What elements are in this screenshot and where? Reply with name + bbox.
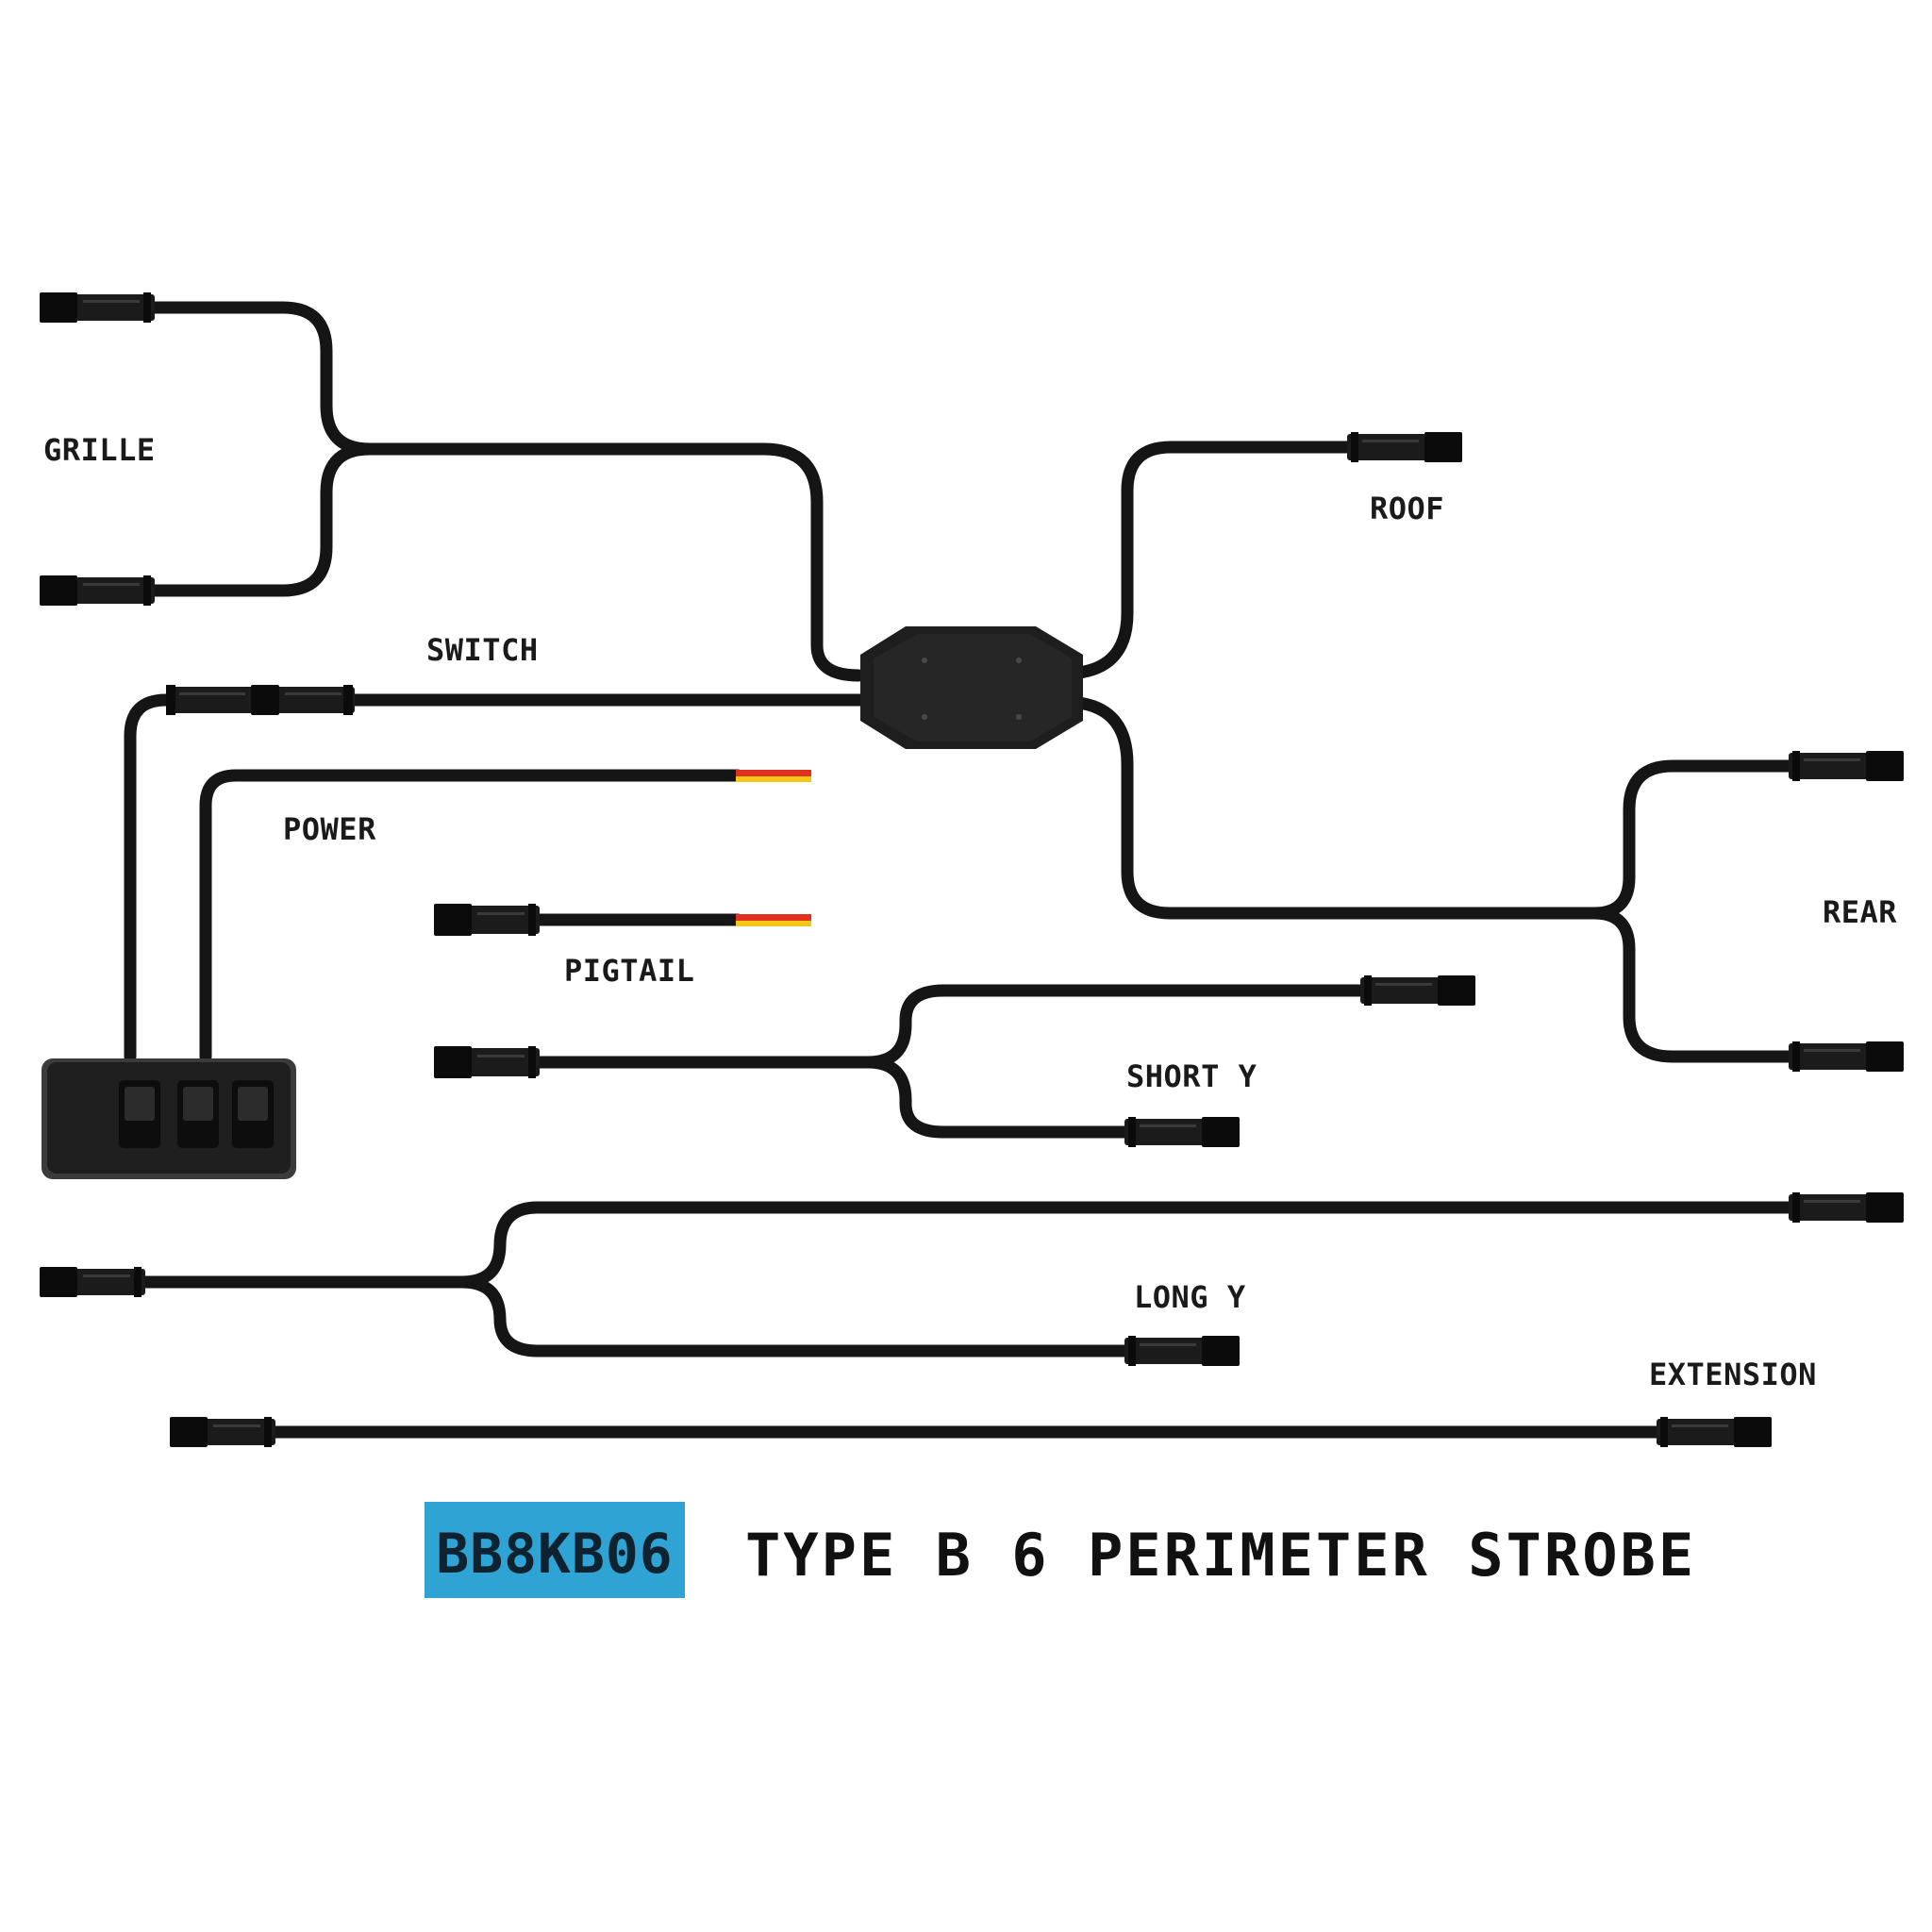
grille-connector-bottom bbox=[40, 575, 155, 606]
label-power: POWER bbox=[283, 811, 376, 847]
label-roof: ROOF bbox=[1370, 491, 1444, 526]
roof-connector bbox=[1347, 432, 1462, 462]
switch-panel-cable-left bbox=[124, 693, 186, 1063]
long-y-connector-bottom bbox=[1124, 1336, 1240, 1366]
product-title: TYPE B 6 PERIMETER STROBE bbox=[745, 1521, 1696, 1590]
label-extension: EXTENSION bbox=[1649, 1357, 1817, 1392]
short-y-connector-bottom bbox=[1124, 1117, 1240, 1147]
short-y-connector-top bbox=[1360, 975, 1475, 1006]
rear-connector-top bbox=[1789, 751, 1904, 781]
short-y-cable bbox=[531, 984, 1374, 1139]
label-pigtail: PIGTAIL bbox=[564, 953, 694, 989]
pigtail-connector bbox=[434, 904, 540, 936]
extension-connector-right bbox=[1657, 1417, 1772, 1447]
pigtail-wire-yellow bbox=[736, 921, 811, 926]
label-switch: SWITCH bbox=[426, 632, 539, 668]
short-y-connector-input bbox=[434, 1046, 540, 1078]
grille-connector-top bbox=[40, 292, 155, 323]
roof-cable bbox=[1058, 441, 1356, 680]
label-rear: REAR bbox=[1823, 894, 1897, 930]
rocker-switch-3 bbox=[232, 1080, 274, 1148]
pigtail-wire-red bbox=[736, 914, 811, 921]
label-long-y: LONG Y bbox=[1134, 1279, 1246, 1315]
rocker-switch-2 bbox=[177, 1080, 219, 1148]
rocker-switch-1 bbox=[119, 1080, 160, 1148]
product-code-badge bbox=[425, 1502, 685, 1598]
product-code: BB8KB06 bbox=[436, 1522, 673, 1586]
long-y-connector-input bbox=[40, 1267, 145, 1297]
rear-y-cable bbox=[1058, 695, 1808, 1063]
rear-connector-bottom bbox=[1789, 1041, 1904, 1072]
switch-connector bbox=[166, 685, 355, 715]
label-short-y: SHORT Y bbox=[1126, 1058, 1257, 1094]
switch-panel bbox=[42, 1058, 296, 1179]
long-y-cable bbox=[135, 1201, 1808, 1357]
extension-connector-left bbox=[170, 1417, 275, 1447]
label-grille: GRILLE bbox=[43, 432, 156, 468]
hub-module bbox=[860, 626, 1083, 749]
grille-y-cable bbox=[144, 301, 865, 682]
long-y-connector-top bbox=[1789, 1192, 1904, 1223]
power-wire-red bbox=[736, 770, 811, 776]
power-wire-yellow bbox=[736, 776, 811, 782]
power-cable bbox=[199, 769, 744, 1063]
